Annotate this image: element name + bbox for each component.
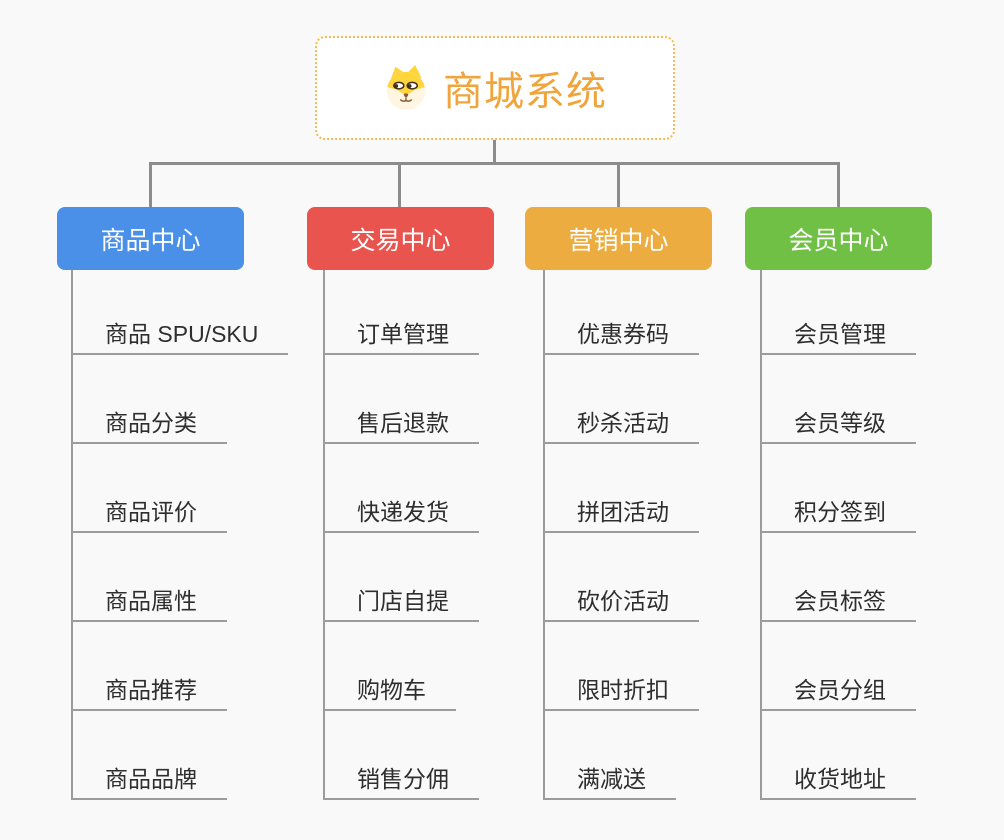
leaf-node[interactable]: 会员等级: [760, 409, 916, 444]
branch-trunk-line: [760, 270, 762, 800]
leaf-node[interactable]: 拼团活动: [543, 498, 699, 533]
leaf-node[interactable]: 商品属性: [71, 587, 227, 622]
connector-branch-stub: [837, 162, 840, 208]
branch-trunk-line: [323, 270, 325, 800]
leaf-node[interactable]: 收货地址: [760, 765, 916, 800]
leaf-node[interactable]: 商品分类: [71, 409, 227, 444]
leaf-node[interactable]: 购物车: [323, 676, 456, 711]
leaf-node[interactable]: 快递发货: [323, 498, 479, 533]
leaf-node[interactable]: 会员分组: [760, 676, 916, 711]
leaf-node[interactable]: 会员标签: [760, 587, 916, 622]
branch-label: 交易中心: [350, 226, 451, 255]
connector-branch-stub: [149, 162, 152, 208]
leaf-node[interactable]: 会员管理: [760, 320, 916, 355]
branch-node[interactable]: 营销中心: [525, 207, 712, 270]
leaf-node[interactable]: 优惠券码: [543, 320, 699, 355]
leaf-node[interactable]: 积分签到: [760, 498, 916, 533]
root-title: 商城系统: [443, 70, 607, 114]
branch-node[interactable]: 交易中心: [307, 207, 494, 270]
leaf-node[interactable]: 秒杀活动: [543, 409, 699, 444]
branch-node[interactable]: 会员中心: [745, 207, 932, 270]
leaf-node[interactable]: 商品 SPU/SKU: [71, 320, 289, 355]
connector-branch-stub: [398, 162, 401, 208]
leaf-node[interactable]: 售后退款: [323, 409, 479, 444]
connector-branch-stub: [617, 162, 620, 208]
leaf-node[interactable]: 门店自提: [323, 587, 479, 622]
branch-label: 会员中心: [788, 226, 889, 255]
branch-node[interactable]: 商品中心: [57, 207, 244, 270]
leaf-node[interactable]: 砍价活动: [543, 587, 699, 622]
branch-trunk-line: [71, 270, 73, 800]
branch-trunk-line: [543, 270, 545, 800]
connector-horizontal-line: [149, 162, 840, 165]
leaf-node[interactable]: 订单管理: [323, 320, 479, 355]
connector-root-stub: [493, 140, 496, 163]
branch-label: 商品中心: [100, 226, 201, 255]
leaf-node[interactable]: 商品品牌: [71, 765, 227, 800]
shiba-dog-icon: [383, 65, 429, 111]
leaf-node[interactable]: 销售分佣: [323, 765, 479, 800]
leaf-node[interactable]: 限时折扣: [543, 676, 699, 711]
leaf-node[interactable]: 满减送: [543, 765, 676, 800]
leaf-node[interactable]: 商品推荐: [71, 676, 227, 711]
branch-label: 营销中心: [568, 226, 669, 255]
root-node[interactable]: 商城系统: [315, 36, 675, 140]
leaf-node[interactable]: 商品评价: [71, 498, 227, 533]
